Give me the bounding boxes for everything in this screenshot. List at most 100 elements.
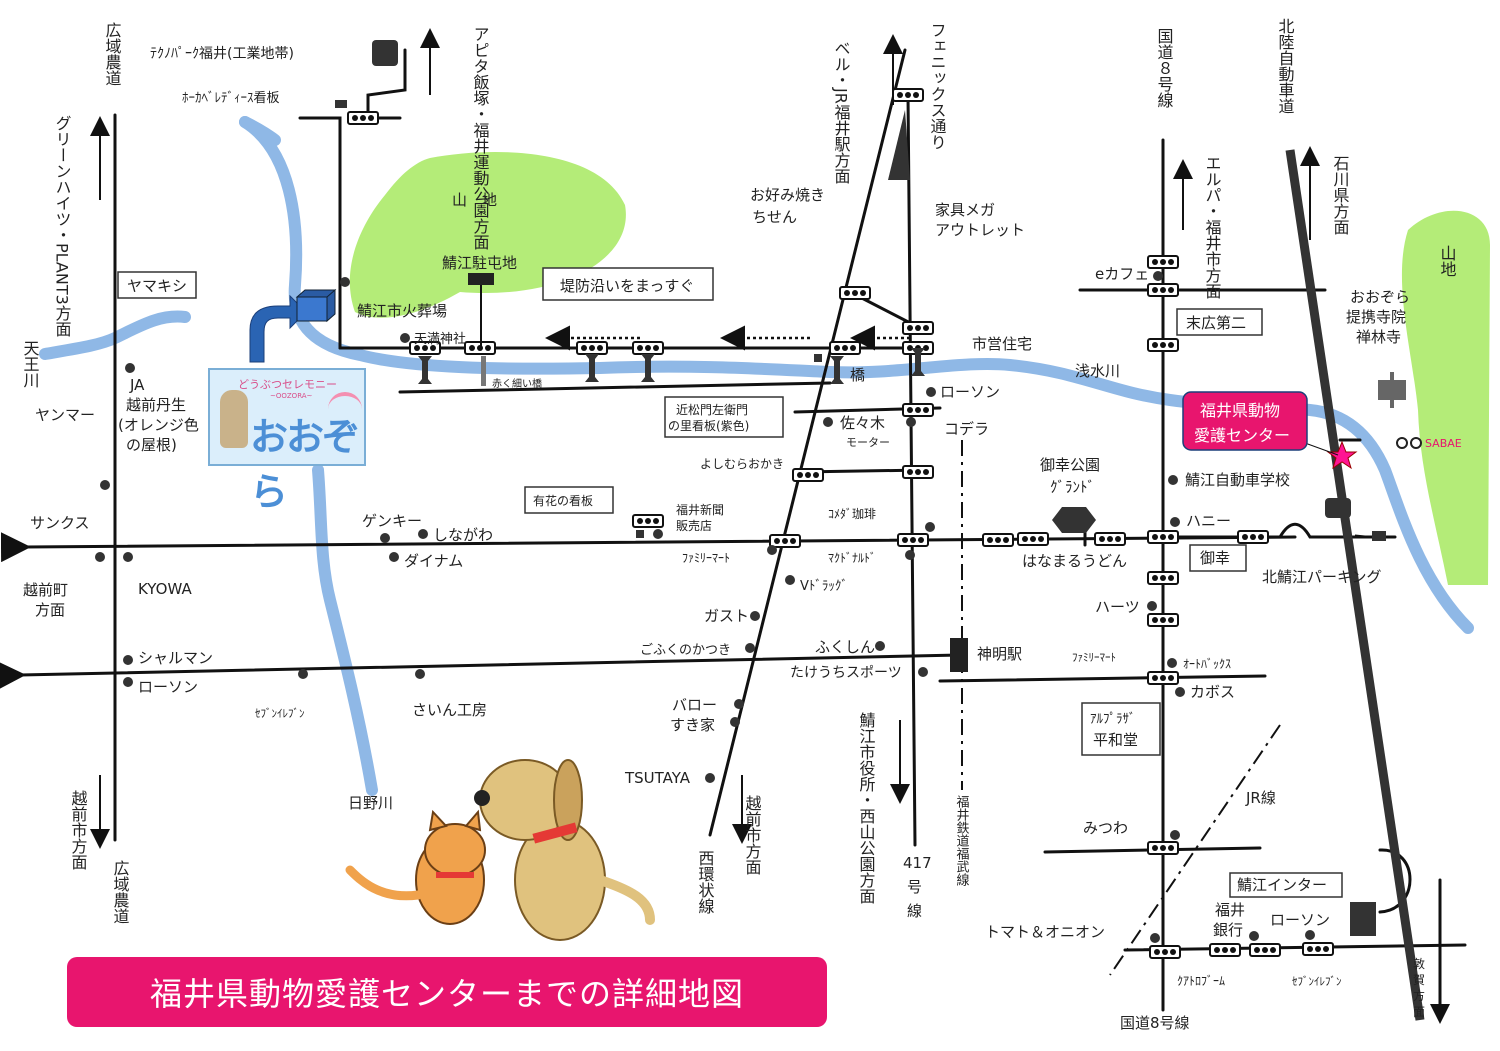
label-alplaza: ｱﾙﾌﾟﾗｻﾞ平和堂: [1090, 712, 1138, 749]
label-shiei: 市営住宅: [972, 335, 1032, 353]
svg-text:福井県動物: 福井県動物: [1200, 401, 1280, 420]
vertical-labels: アピタ飯塚・福井運動公園方面 ベル・JR福井駅方面 フェニックス通り 国道８号線…: [21, 18, 1457, 924]
label-ozora-temple: おおぞら提携寺院禅林寺: [1346, 288, 1410, 346]
label-okonomi: お好み焼きちせん: [750, 186, 825, 226]
label-seven1: ｾﾌﾞﾝｲﾚﾌﾞﾝ: [255, 707, 305, 720]
label-teibo: 堤防沿いをまっすぐ: [560, 277, 694, 295]
label-hearts: ハーツ: [1095, 598, 1140, 616]
logo-top-text: どうぶつセレモニー: [238, 378, 337, 391]
label-hashi: 橋: [850, 366, 865, 384]
label-lawson1: ローソン: [940, 383, 1000, 401]
label-mac: ﾏｸﾄﾞﾅﾙﾄﾞ: [828, 551, 876, 565]
label-fukui-bank: 福井銀行: [1213, 901, 1245, 939]
label-hiroiki-bottom: 広域農道: [111, 860, 130, 924]
label-r8top: 国道８号線: [1155, 28, 1174, 108]
label-gust: ガスト: [704, 607, 749, 625]
label-greenheights: グリーンハイツ・PLANT3方面: [53, 115, 72, 337]
label-tenman: 天満神社: [414, 331, 466, 347]
label-chikamatsu: 近松門左衛門の里看板(紫色): [668, 402, 749, 433]
label-sabae-logo: SABAE: [1425, 437, 1462, 450]
phoenix-triangle: [888, 110, 910, 180]
label-elpa: エルパ・福井市方面: [1203, 155, 1222, 299]
kitasabae-parking-building: [1325, 498, 1351, 518]
label-r8bottom: 国道8号線: [1120, 1014, 1190, 1032]
label-sasaki: 佐々木モーター: [840, 414, 890, 449]
label-shinmei: 神明駅: [977, 645, 1022, 663]
label-fukushin: ふくしん: [815, 638, 875, 656]
label-kasouba: 鯖江市火葬場: [357, 302, 447, 320]
label-kagu: 家具メガアウトレット: [935, 201, 1025, 239]
label-jr: JR線: [1245, 789, 1276, 807]
label-yanmar: ヤンマー: [35, 406, 95, 424]
logo-rainbow-icon: [328, 392, 362, 414]
label-techno: ﾃｸﾉﾊﾟｰｸ福井(工業地帯): [150, 46, 294, 62]
label-komeda: ｺﾒﾀﾞ珈琲: [828, 507, 876, 521]
label-sukiya: すき家: [670, 716, 715, 734]
label-hanamaru: はなまるうどん: [1022, 552, 1127, 570]
label-yamachi2: 山地: [1438, 245, 1457, 277]
label-bell: ベル・JR福井駅方面: [832, 40, 851, 184]
hino-river: [239, 116, 1474, 634]
label-hinogawa: 日野川: [348, 794, 393, 812]
shinmei-station-icon: [950, 638, 968, 672]
destination-marker[interactable]: 福井県動物 愛護センター: [1182, 391, 1308, 451]
road-akai: [398, 381, 832, 394]
label-takeuchi: たけうちスポーツ: [790, 665, 902, 681]
label-asouzu: 浅水川: [1075, 362, 1120, 380]
logo-dog-icon: [220, 390, 248, 448]
road-echizencho: [0, 532, 1297, 563]
label-echizen-left: 越前市方面: [69, 790, 88, 870]
road-hokuriku-expressway: [1285, 149, 1425, 1021]
label-mitsuwa: みつわ: [1083, 819, 1128, 837]
label-phoenix: フェニックス通り: [928, 22, 947, 150]
label-fukutetsu: 福井鉄道福武線: [954, 795, 970, 886]
mountain-area-east: [1401, 210, 1490, 585]
map-title-banner: 福井県動物愛護センターまでの詳細地図: [67, 957, 827, 1027]
ozora-logo: どうぶつセレモニー ~OOZORA~ おおぞら: [208, 368, 366, 514]
label-kyowa: KYOWA: [138, 580, 192, 598]
label-shinagawa: しながわ: [433, 526, 493, 544]
miyuki-park-hexagon: [1052, 507, 1096, 533]
label-lawson2: ローソン: [138, 678, 198, 696]
label-echizencho: 越前町方面: [23, 581, 68, 619]
label-yoshimura: よしむらおかき: [700, 457, 784, 471]
label-genky: ゲンキー: [362, 512, 422, 530]
label-apita: アピタ飯塚・福井運動公園方面: [471, 26, 490, 250]
label-jidousha: 鯖江自動車学校: [1185, 471, 1290, 489]
label-ishikawa: 石川県方面: [1331, 155, 1350, 235]
label-vdrug: Vﾄﾞﾗｯｸﾞ: [800, 579, 848, 594]
road-sharman: [0, 653, 962, 691]
label-nishikanjo: 西環状線: [696, 850, 715, 914]
label-chuton: 鯖江駐屯地: [442, 254, 517, 272]
label-gofuku: ごふくのかつき: [640, 642, 731, 658]
label-kodera: コデラ: [944, 420, 989, 438]
destination-star-icon: [1326, 440, 1358, 470]
hino-river-south: [312, 464, 378, 796]
label-tsutaya: TSUTAYA: [624, 769, 691, 787]
label-echizen-mid: 越前市方面: [743, 795, 762, 875]
road-miyuki-east: [1161, 522, 1397, 539]
road-takeuchi: [938, 674, 1267, 683]
cat-dog-illustration: [345, 759, 655, 941]
label-suehiro: 末広第二: [1186, 314, 1246, 332]
label-tomato: トマト＆オニオン: [985, 923, 1105, 941]
label-hiroiki-top: 広域農道: [103, 22, 122, 86]
label-arika: 有花の看板: [533, 493, 593, 508]
label-famima2: ﾌｧﾐﾘｰﾏｰﾄ: [1072, 651, 1116, 664]
label-hoka: ﾎｰｶﾍﾞﾚﾃﾞｨｰｽ看板: [182, 90, 280, 106]
label-tsuruga: 敦賀方面: [1413, 956, 1425, 1019]
techno-building: [372, 40, 398, 66]
temple-icon: [1378, 372, 1406, 408]
label-sanks: サンクス: [30, 514, 90, 532]
label-yamakishi: ヤマキシ: [127, 277, 187, 295]
logo-main-text: おおぞら: [250, 415, 360, 514]
label-sharman: シャルマン: [138, 649, 213, 667]
building-icon: [295, 288, 337, 323]
label-quatro: ｸｱﾄﾛﾌﾞｰﾑ: [1177, 974, 1225, 988]
sabae-ic-building: [1350, 902, 1376, 936]
label-yamachi1: 山 地: [452, 191, 497, 209]
rail-jr: [1109, 724, 1281, 976]
bridge-icons: [418, 348, 925, 386]
label-dynam: ダイナム: [404, 552, 463, 570]
